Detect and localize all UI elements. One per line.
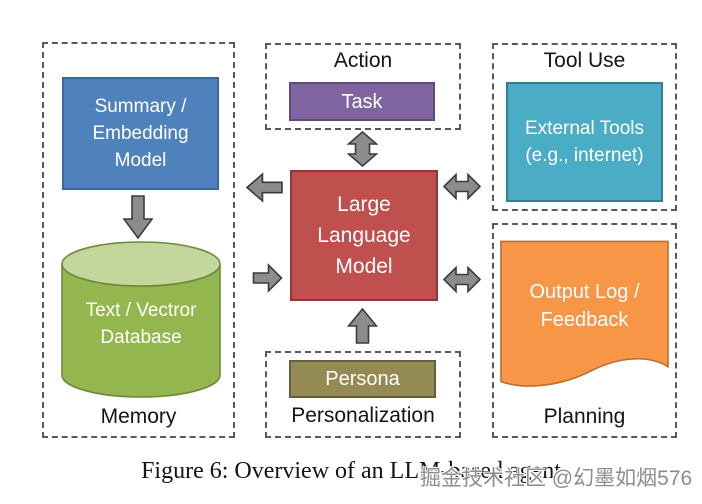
arrow-persona-to-llm-up	[347, 308, 378, 344]
node-label-line: (e.g., internet)	[525, 145, 644, 166]
arrow-llm-to-memory-left	[246, 172, 283, 203]
watermark-text: 掘金技术社区 @幻墨如烟576	[420, 467, 693, 490]
node-summary-embedding-model: Summary / Embedding Model	[62, 77, 219, 190]
arrow-llm-task-bidirectional	[347, 131, 378, 167]
node-label-line: Text / Vectror	[85, 300, 197, 321]
node-label-line: Feedback	[540, 309, 629, 331]
node-label-line: Output Log /	[529, 281, 640, 303]
node-label-line: Model	[335, 255, 393, 278]
node-output-log-label: Output Log / Feedback	[500, 278, 669, 334]
node-vector-database-label: Text / Vectror Database	[61, 297, 221, 351]
region-label-memory: Memory	[100, 405, 177, 428]
arrow-llm-tooluse-bidirectional	[443, 171, 481, 202]
node-label-line: Task	[341, 90, 383, 113]
node-label-line: Summary /	[94, 96, 187, 117]
region-planning	[492, 223, 677, 438]
region-label-action: Action	[333, 49, 393, 72]
output-log-document-shape	[500, 240, 669, 393]
arrow-memory-to-llm-right	[252, 263, 283, 293]
vector-database-cylinder	[61, 241, 221, 398]
region-personalization	[265, 351, 461, 438]
node-large-language-model: Large Language Model	[290, 170, 438, 301]
node-label-line: Persona	[325, 368, 400, 390]
node-task: Task	[289, 82, 435, 121]
node-label-line: Embedding	[92, 123, 189, 144]
region-label-planning: Planning	[543, 405, 626, 428]
node-label-line: External Tools	[525, 118, 644, 139]
region-tool-use	[492, 43, 677, 211]
region-memory	[42, 42, 235, 438]
arrow-summary-to-database-down	[123, 195, 153, 239]
node-label-line: Language	[317, 224, 411, 247]
cylinder-top	[61, 241, 221, 287]
region-label-personalization: Personalization	[291, 404, 435, 427]
arrow-llm-planning-bidirectional	[443, 264, 481, 295]
node-external-tools: External Tools (e.g., internet)	[506, 82, 663, 202]
figure-caption: Figure 6: Overview of an LLM-based agent	[141, 458, 561, 484]
node-label-line: Large	[337, 193, 391, 216]
node-label-line: Model	[114, 150, 167, 171]
region-action	[265, 43, 461, 130]
node-persona: Persona	[289, 360, 436, 398]
region-label-tool-use: Tool Use	[543, 49, 626, 72]
node-label-line: Database	[100, 327, 182, 348]
